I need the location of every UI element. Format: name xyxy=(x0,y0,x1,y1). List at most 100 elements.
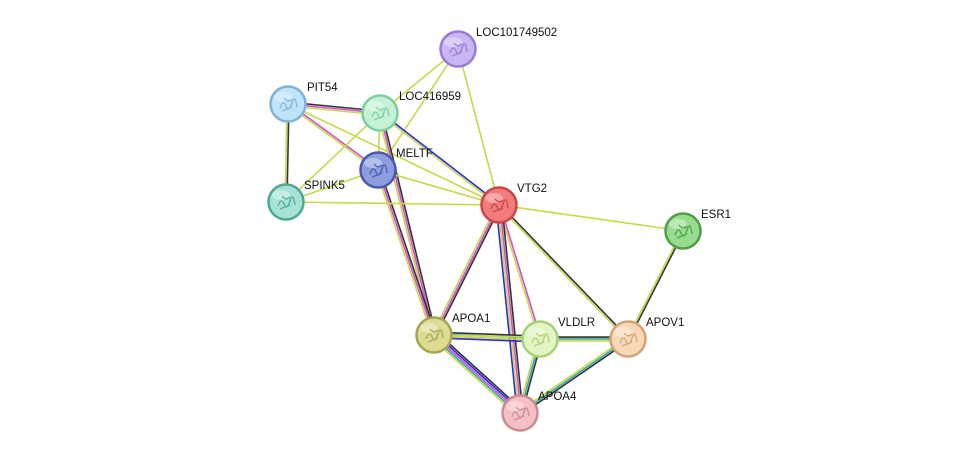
node-label: APOA1 xyxy=(452,313,490,325)
node-label: VTG2 xyxy=(517,183,547,195)
edge-strand xyxy=(518,336,628,413)
edge-strand xyxy=(375,170,433,336)
node-spink5[interactable]: SPINK5 xyxy=(267,180,345,221)
protein-structure-icon xyxy=(277,195,296,210)
node-sheen xyxy=(274,92,292,102)
edge-strand xyxy=(434,333,522,413)
node-vldlr[interactable]: VLDLR xyxy=(521,317,596,358)
node-label: LOC101749502 xyxy=(476,27,557,39)
edge-strand xyxy=(433,334,521,414)
node-label: ESR1 xyxy=(701,209,731,221)
edge-strand xyxy=(499,204,542,339)
node-sheen xyxy=(485,193,503,203)
node-loc416959[interactable]: LOC416959 xyxy=(361,91,462,132)
edge-strand xyxy=(519,338,629,414)
edge-strand xyxy=(495,205,518,414)
node-sheen xyxy=(526,327,544,337)
edge-strand xyxy=(501,204,524,413)
node-sheen xyxy=(614,327,632,337)
edge-pit54-vtg2 xyxy=(287,103,500,206)
edge-apoa1-apoa4 xyxy=(430,331,524,417)
node-label: APOV1 xyxy=(646,317,684,329)
protein-structure-icon xyxy=(369,163,388,178)
edge-loc416959-spink5 xyxy=(285,112,381,203)
node-disc[interactable] xyxy=(521,320,559,358)
node-apoa4[interactable]: APOA4 xyxy=(501,391,577,432)
node-sheen xyxy=(444,37,462,47)
node-disc[interactable] xyxy=(609,320,647,358)
node-disc[interactable] xyxy=(439,30,477,68)
protein-structure-icon xyxy=(674,224,693,239)
edge-meltf-vtg2 xyxy=(377,169,500,206)
edge-loc101749502-vtg2 xyxy=(457,48,500,206)
node-apoa1[interactable]: APOA1 xyxy=(415,313,491,354)
node-disc[interactable] xyxy=(664,212,702,250)
protein-structure-icon xyxy=(531,332,550,347)
node-sheen xyxy=(364,158,382,168)
edge-strand xyxy=(434,205,502,337)
node-label: MELTF xyxy=(396,148,433,160)
node-apov1[interactable]: APOV1 xyxy=(609,317,685,358)
edge-vtg2-apov1 xyxy=(497,203,630,341)
edge-strand xyxy=(381,112,437,335)
edge-strand xyxy=(499,203,630,339)
node-disc[interactable] xyxy=(361,94,399,132)
edge-esr1-apov1 xyxy=(626,230,685,340)
edge-strand xyxy=(431,203,499,335)
edge-strand xyxy=(379,169,437,335)
edge-strand xyxy=(626,230,683,339)
edge-vtg2-apoa1 xyxy=(431,203,502,337)
protein-structure-icon xyxy=(619,332,638,347)
node-sheen xyxy=(669,219,687,229)
protein-structure-icon xyxy=(371,106,390,121)
edge-vtg2-apoa4 xyxy=(495,204,524,414)
node-vtg2[interactable]: VTG2 xyxy=(480,183,548,224)
edge-strand xyxy=(285,112,381,203)
node-label: APOA4 xyxy=(538,391,577,403)
edge-strand xyxy=(433,204,500,336)
node-pit54[interactable]: PIT54 xyxy=(269,82,339,123)
node-loc101749502[interactable]: LOC101749502 xyxy=(439,27,558,68)
edge-strand xyxy=(430,337,518,417)
protein-structure-icon xyxy=(449,42,468,57)
node-sheen xyxy=(272,190,290,200)
edge-strand xyxy=(499,204,522,413)
edge-spink5-vtg2 xyxy=(285,201,500,206)
edge-strand xyxy=(436,331,524,411)
edge-vtg2-esr1 xyxy=(498,204,684,232)
node-esr1[interactable]: ESR1 xyxy=(664,209,732,250)
node-sheen xyxy=(420,323,438,333)
edge-meltf-apoa1 xyxy=(375,169,437,336)
edges-layer xyxy=(284,48,685,417)
node-label: SPINK5 xyxy=(304,180,345,192)
edge-strand xyxy=(379,112,435,336)
edge-loc416959-apoa1 xyxy=(377,112,437,336)
node-disc[interactable] xyxy=(267,183,305,221)
edge-strand xyxy=(628,231,685,340)
edge-strand xyxy=(497,205,520,414)
edge-apov1-apoa4 xyxy=(518,336,630,416)
node-disc[interactable] xyxy=(415,316,453,354)
protein-structure-icon xyxy=(425,328,444,343)
node-meltf[interactable]: MELTF xyxy=(359,148,433,189)
edge-strand xyxy=(457,48,500,206)
edge-strand xyxy=(377,169,500,206)
protein-structure-icon xyxy=(279,97,298,112)
node-sheen xyxy=(506,401,524,411)
node-label: LOC416959 xyxy=(399,91,461,103)
protein-structure-icon xyxy=(490,198,509,213)
node-sheen xyxy=(366,101,384,111)
edge-strand xyxy=(520,339,630,416)
edge-strand xyxy=(287,103,500,206)
protein-structure-icon xyxy=(511,406,530,421)
edge-strand xyxy=(432,335,520,415)
edge-strand xyxy=(497,205,628,341)
node-disc[interactable] xyxy=(480,186,518,224)
node-disc[interactable] xyxy=(359,151,397,189)
edge-loc416959-vtg2 xyxy=(378,111,501,207)
node-disc[interactable] xyxy=(501,394,539,432)
edge-strand xyxy=(285,201,500,206)
node-disc[interactable] xyxy=(269,85,307,123)
